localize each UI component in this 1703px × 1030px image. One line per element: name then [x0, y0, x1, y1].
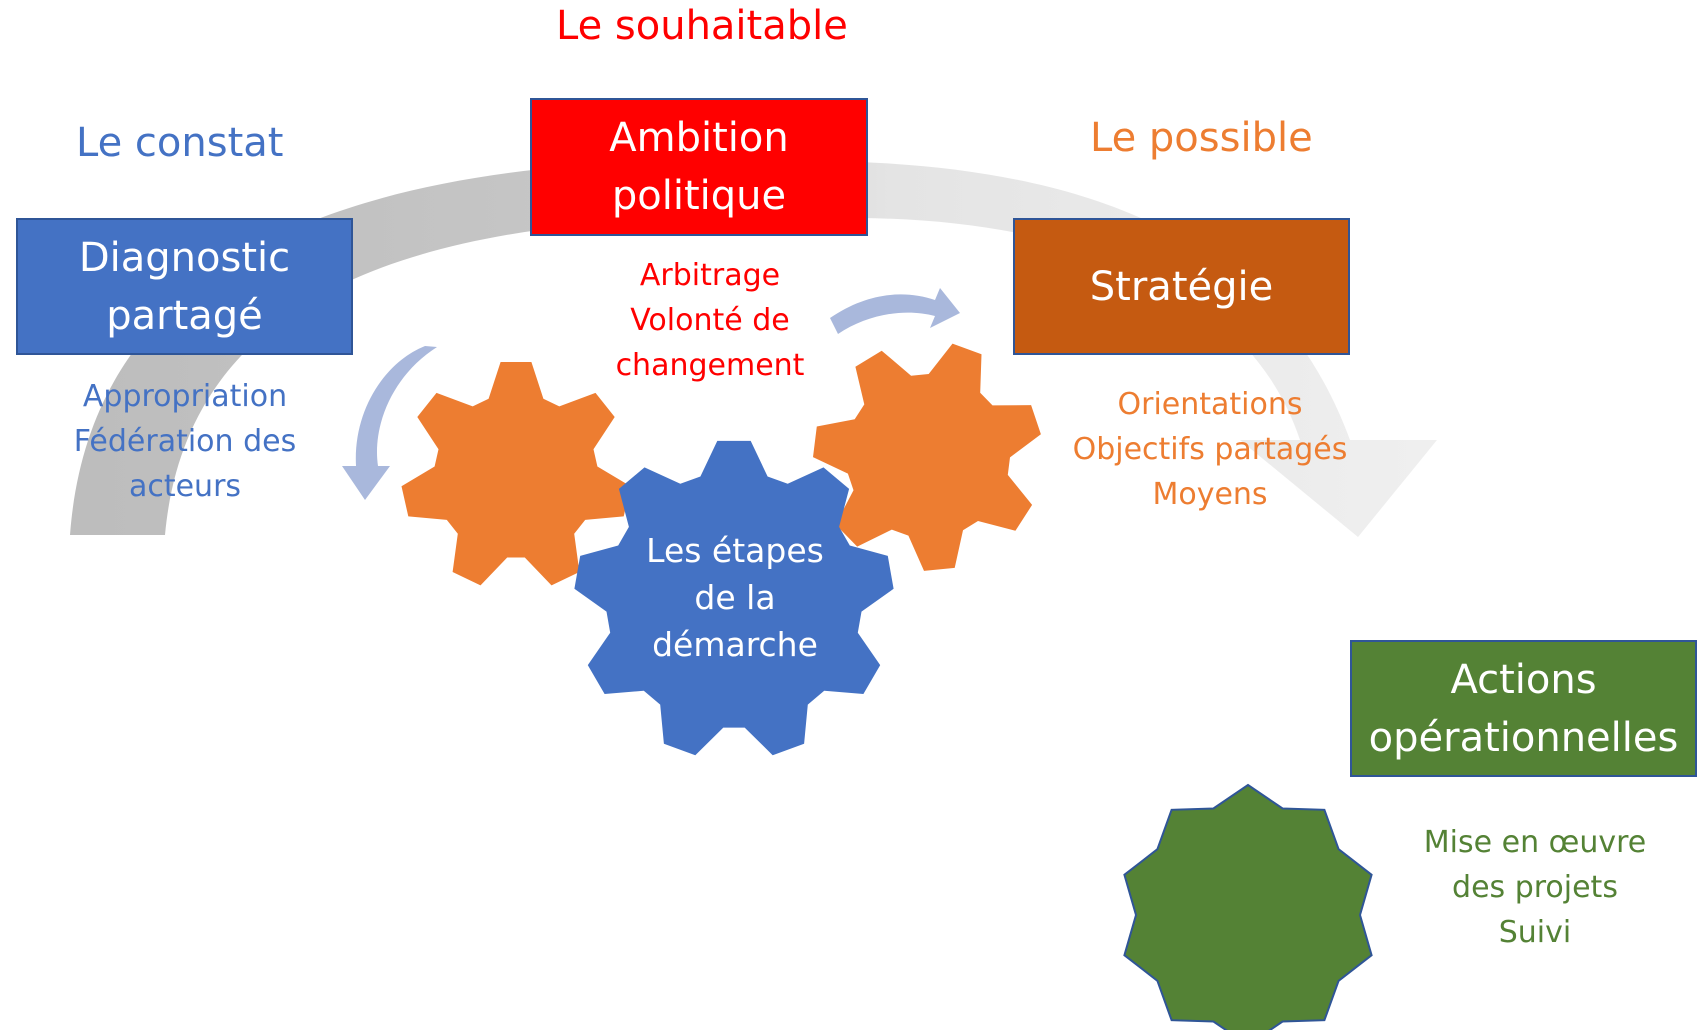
curved-arrow-right-icon [830, 288, 960, 334]
gear-center-icon [574, 440, 894, 756]
diagnostic-box: Diagnostic partagé [16, 218, 353, 355]
center-gear-label: Les étapes de la démarche [646, 531, 824, 664]
strategie-notes: Orientations Objectifs partagés Moyens [1072, 387, 1348, 512]
gear-left-icon [401, 362, 631, 586]
heading-souhaitable: Le souhaitable [556, 3, 848, 49]
ambition-notes: Arbitrage Volonté de changement [615, 258, 805, 383]
actions-star-icon [1123, 783, 1373, 1030]
ambition-box: Ambition politique [530, 98, 868, 236]
diagnostic-notes: Appropriation Fédération des acteurs [73, 379, 297, 504]
heading-possible: Le possible [1090, 115, 1313, 161]
heading-constat: Le constat [76, 120, 284, 166]
curved-arrow-down-left-icon [342, 346, 437, 500]
actions-box: Actions opérationnelles [1350, 640, 1697, 777]
strategie-box: Stratégie [1013, 218, 1350, 355]
gear-right-icon [813, 343, 1041, 571]
actions-notes: Mise en œuvre des projets Suivi [1423, 825, 1647, 950]
